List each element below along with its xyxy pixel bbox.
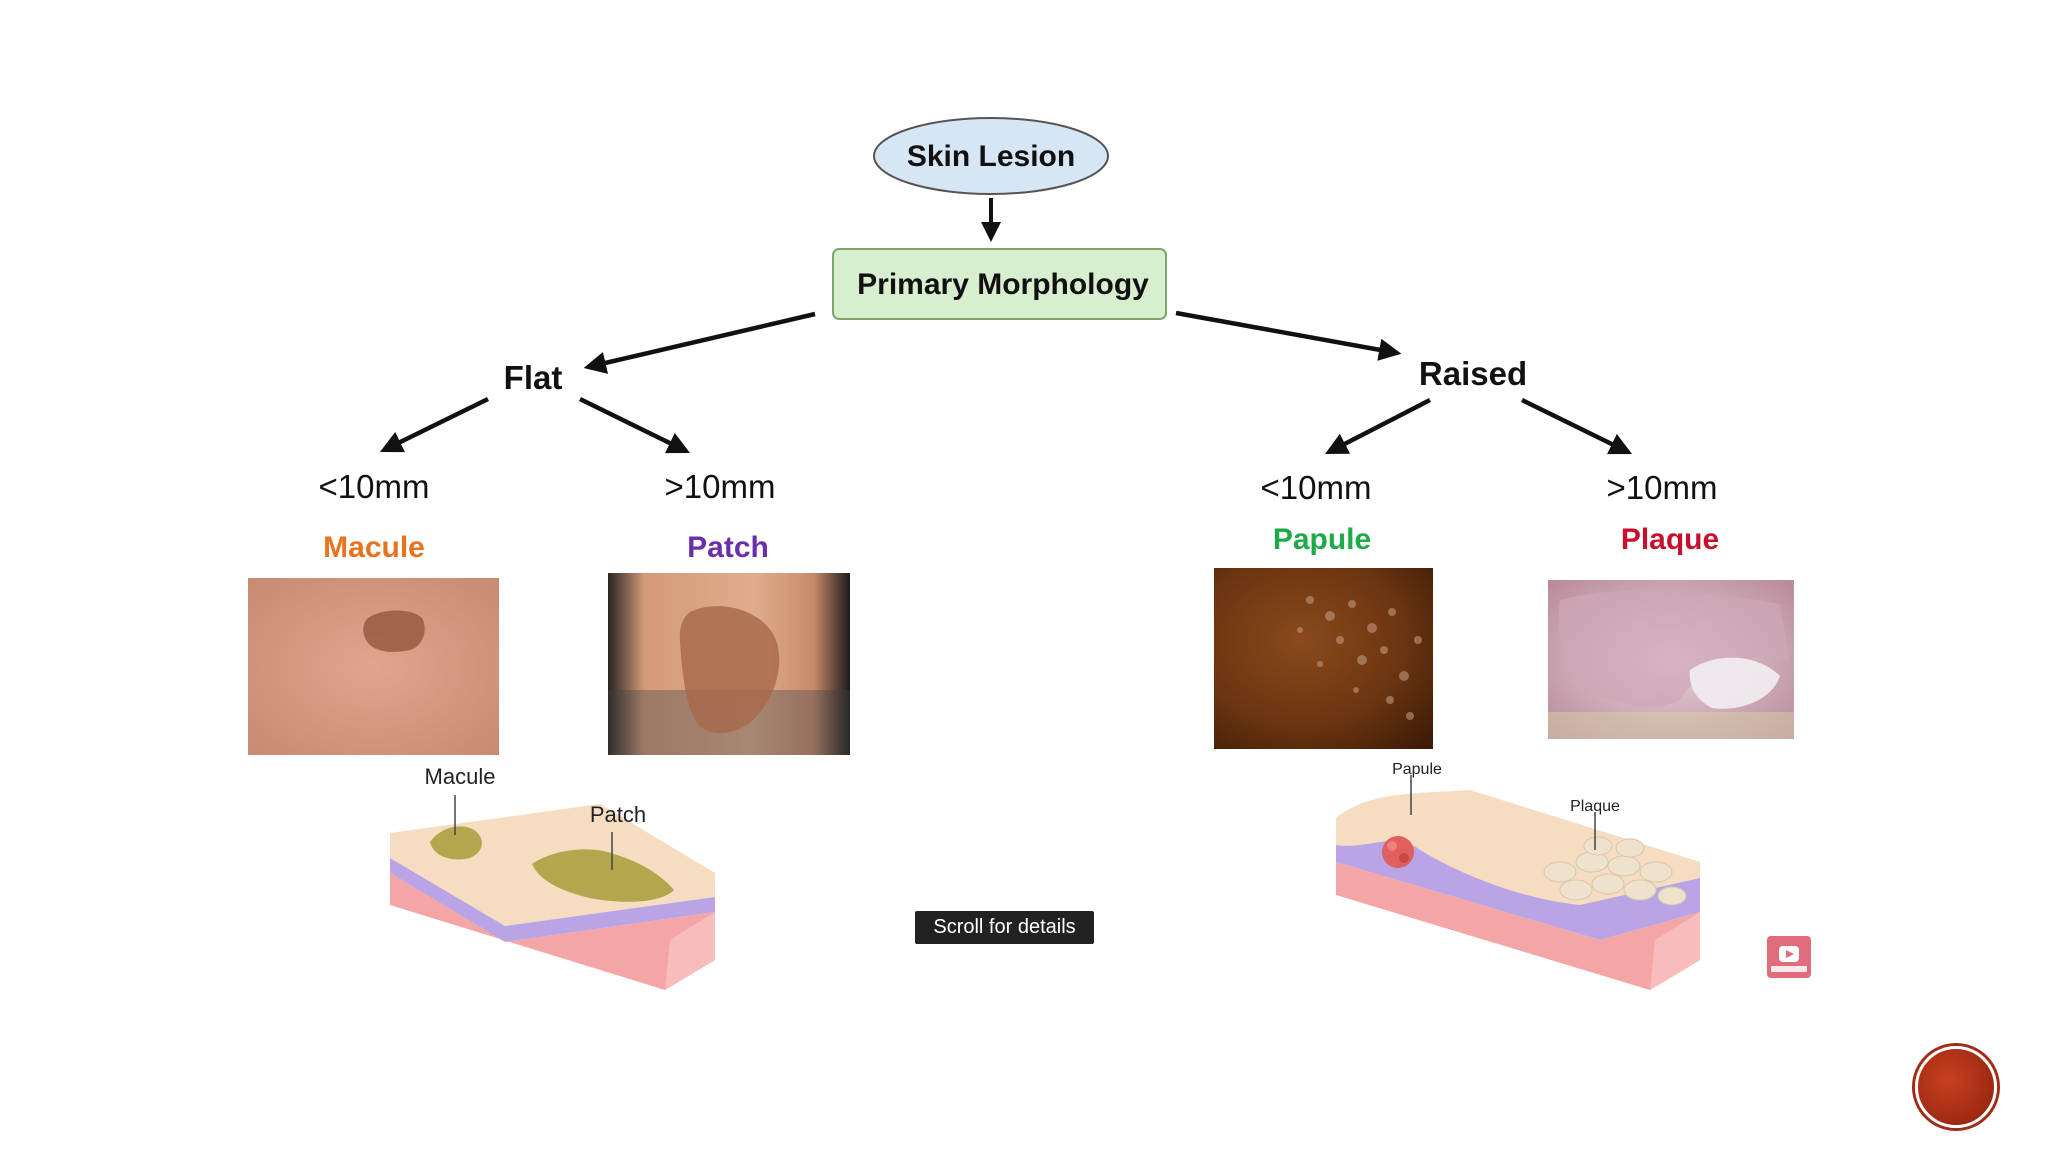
patch-photo [608, 573, 850, 755]
flat-small-size: <10mm [319, 468, 430, 505]
play-icon [1779, 946, 1799, 962]
arrow-raised-to-large [1521, 397, 1633, 455]
illustration-macule-label: Macule [425, 764, 496, 789]
youtube-subscribe-icon[interactable] [1767, 936, 1811, 978]
root-node-label: Skin Lesion [907, 140, 1075, 173]
arrow-primary-to-flat [583, 311, 816, 374]
arrow-raised-to-small [1324, 397, 1432, 455]
flat-label: Flat [504, 359, 563, 396]
plaque-title: Plaque [1621, 523, 1719, 556]
arrow-flat-to-small [379, 396, 489, 453]
raised-large-size: >10mm [1607, 469, 1718, 506]
root-node-shape [873, 117, 1109, 195]
scroll-for-details-tooltip[interactable]: Scroll for details [915, 911, 1094, 944]
illustration-patch-label: Patch [590, 802, 646, 827]
raised-lesion-illustration [1336, 775, 1700, 990]
papule-photo [1214, 568, 1433, 749]
patch-title: Patch [687, 531, 769, 564]
arrow-flat-to-large [579, 396, 691, 454]
subscribe-text-icon [1771, 966, 1807, 972]
illustration-plaque-label: Plaque [1570, 798, 1620, 815]
flat-large-size: >10mm [665, 468, 776, 505]
flat-lesion-illustration [390, 795, 715, 990]
papule-title: Papule [1273, 523, 1371, 556]
primary-node-label: Primary Morphology [857, 268, 1149, 301]
slide-nav-circle-icon[interactable] [1915, 1046, 1997, 1128]
macule-photo [248, 578, 499, 755]
macule-title: Macule [323, 531, 425, 564]
primary-node-shape [832, 248, 1167, 320]
raised-label: Raised [1419, 355, 1527, 392]
plaque-photo [1548, 580, 1794, 739]
raised-small-size: <10mm [1261, 469, 1372, 506]
arrow-primary-to-raised [1175, 310, 1402, 361]
illustration-papule-label: Papule [1392, 761, 1442, 778]
